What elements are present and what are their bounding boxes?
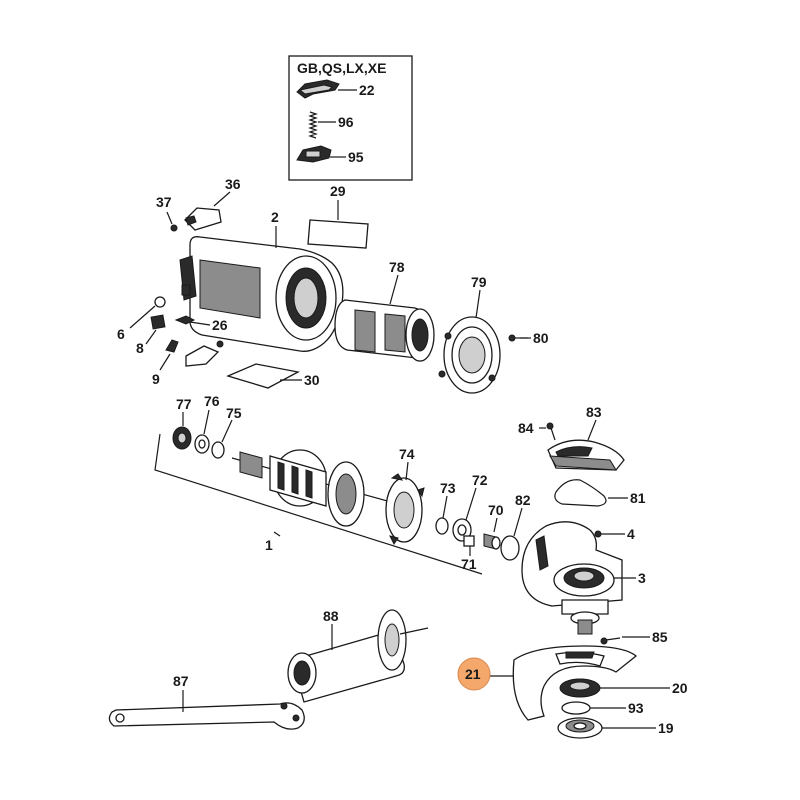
label-2: 2 bbox=[271, 209, 279, 225]
part-19-outer-flange-nut bbox=[557, 717, 656, 739]
part-37-screw bbox=[166, 211, 178, 232]
label-21-highlighted: 21 bbox=[457, 657, 491, 691]
part-83-gear-cover bbox=[547, 419, 625, 471]
part-6-ring bbox=[129, 296, 166, 329]
part-36-switch-cover bbox=[184, 191, 231, 231]
part-9-brush-clip bbox=[159, 339, 224, 371]
label-82: 82 bbox=[515, 492, 531, 508]
part-81-gasket bbox=[554, 479, 628, 507]
label-83: 83 bbox=[586, 404, 602, 420]
label-22: 22 bbox=[359, 82, 375, 98]
part-26-brush bbox=[174, 315, 211, 326]
label-71: 71 bbox=[461, 556, 477, 572]
label-9: 9 bbox=[152, 371, 160, 387]
part-88-side-handle bbox=[287, 609, 429, 703]
part-87-spanner bbox=[108, 690, 305, 730]
label-85: 85 bbox=[652, 629, 668, 645]
part-70-pinion bbox=[483, 517, 501, 550]
part-30-label bbox=[226, 363, 302, 389]
label-88: 88 bbox=[323, 608, 339, 624]
part-74-fan bbox=[385, 461, 425, 545]
label-26: 26 bbox=[212, 317, 228, 333]
label-75: 75 bbox=[226, 405, 242, 421]
label-93: 93 bbox=[628, 700, 644, 716]
label-4: 4 bbox=[627, 526, 635, 542]
part-82-o-ring bbox=[500, 507, 523, 561]
part-1-armature bbox=[154, 433, 483, 575]
part-93-washer bbox=[561, 701, 626, 715]
label-19: 19 bbox=[658, 720, 674, 736]
part-78-stator bbox=[334, 274, 435, 362]
label-74: 74 bbox=[399, 446, 415, 462]
part-95-slider bbox=[296, 145, 346, 163]
label-78: 78 bbox=[389, 259, 405, 275]
part-79-brush-holder-plate bbox=[438, 289, 501, 394]
label-76: 76 bbox=[204, 393, 220, 409]
label-3: 3 bbox=[638, 570, 646, 586]
part-85-screw bbox=[600, 636, 650, 645]
part-2-motor-housing bbox=[179, 226, 344, 352]
part-20-inner-flange bbox=[559, 678, 670, 698]
part-76-washer bbox=[194, 409, 210, 454]
label-81: 81 bbox=[630, 490, 646, 506]
part-29-label bbox=[307, 200, 369, 249]
label-21: 21 bbox=[465, 666, 481, 682]
part-80-screw bbox=[508, 334, 531, 342]
label-1: 1 bbox=[265, 537, 273, 553]
variant-inset: GB,QS,LX,XE 22 96 95 bbox=[288, 55, 413, 181]
label-79: 79 bbox=[471, 274, 487, 290]
part-73-washer bbox=[435, 495, 449, 535]
part-22-lever bbox=[296, 79, 357, 99]
part-3-gear-housing bbox=[521, 521, 636, 635]
label-8: 8 bbox=[136, 340, 144, 356]
inset-title: GB,QS,LX,XE bbox=[297, 60, 386, 76]
label-72: 72 bbox=[472, 472, 488, 488]
label-87: 87 bbox=[173, 673, 189, 689]
part-77-bearing bbox=[172, 412, 192, 450]
label-84: 84 bbox=[518, 420, 534, 436]
label-29: 29 bbox=[330, 183, 346, 199]
part-4-screw bbox=[594, 530, 625, 538]
label-96: 96 bbox=[338, 114, 354, 130]
part-75-ring bbox=[211, 419, 233, 459]
part-72-bearing bbox=[452, 487, 477, 542]
label-77: 77 bbox=[176, 396, 192, 412]
part-71-nut bbox=[463, 535, 475, 556]
label-95: 95 bbox=[348, 149, 364, 165]
part-96-spring bbox=[308, 111, 336, 139]
label-37: 37 bbox=[156, 194, 172, 210]
part-8-carbon-brush bbox=[145, 314, 166, 345]
part-21-wheel-guard bbox=[490, 645, 638, 721]
label-36: 36 bbox=[225, 176, 241, 192]
label-6: 6 bbox=[117, 326, 125, 342]
label-80: 80 bbox=[533, 330, 549, 346]
part-84-screw bbox=[539, 422, 556, 441]
label-30: 30 bbox=[304, 372, 320, 388]
label-73: 73 bbox=[440, 480, 456, 496]
label-20: 20 bbox=[672, 680, 688, 696]
label-70: 70 bbox=[488, 502, 504, 518]
